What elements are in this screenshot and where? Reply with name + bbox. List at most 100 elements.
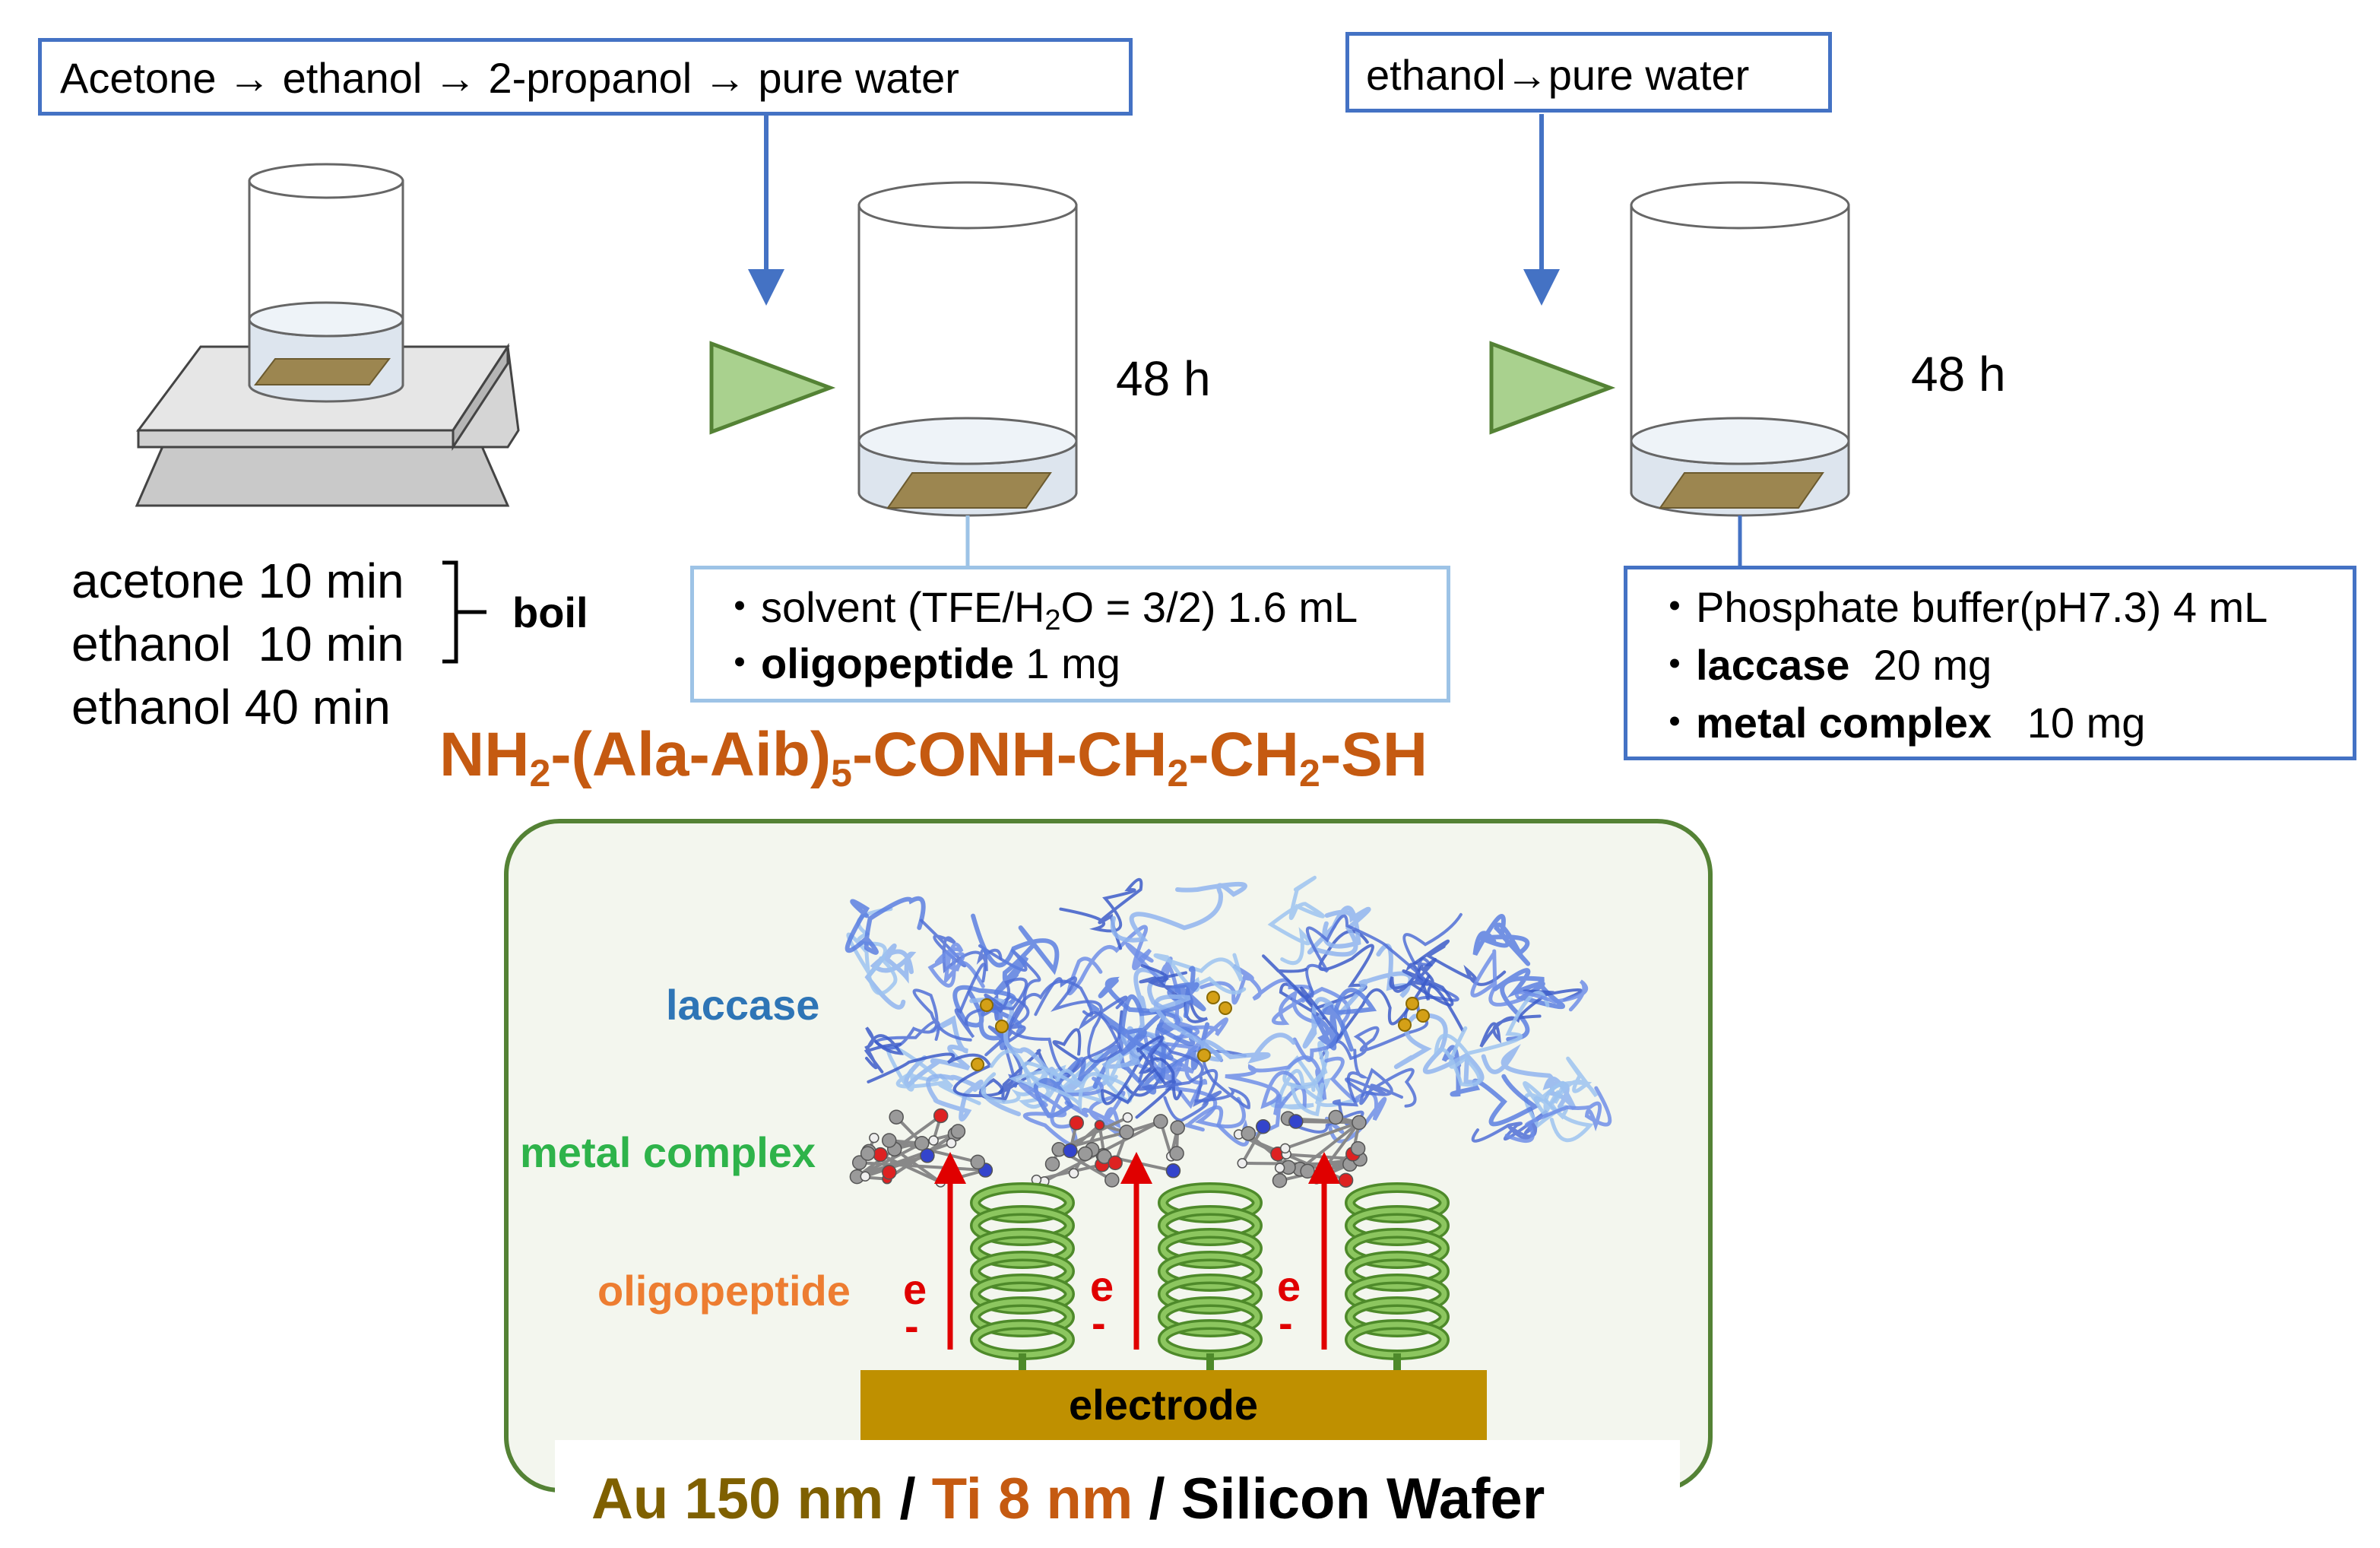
laccase-ribbon [1481,1044,1577,1111]
copper-atom [971,1058,984,1071]
duration-label-1: 48 h [1116,351,1211,406]
electron-label-1: e [903,1265,927,1313]
laccase-ribbon [971,913,1060,996]
electron-label-3: e [1277,1262,1301,1310]
complex-atom [970,1154,986,1170]
beaker-2 [857,181,1078,517]
laccase-ribbon [1441,1045,1539,1127]
metal-complex-label: metal complex [520,1128,816,1176]
laccase-ribbon [1345,1067,1417,1108]
laccase-ribbon [1271,986,1351,1062]
laccase-ribbon [886,1045,981,1105]
helix-turn-highlight [1347,1185,1447,1221]
helix-turn-highlight [1347,1276,1447,1312]
laccase-ribbon [1270,1055,1332,1110]
complex-atom [1274,1163,1285,1173]
beaker-3 [1630,181,1850,517]
complex-atom [928,1135,939,1146]
laccase-ribbon [1118,994,1210,1095]
helix-turn-highlight [972,1299,1073,1335]
complex-atom [860,1146,876,1161]
rinse-sequence-box-1: Acetone → ethanol → 2-propanol → pure wa… [38,38,1133,116]
laccase-ribbon [1267,875,1325,966]
cleaning-line-2: ethanol 10 min [71,617,404,671]
laccase-protein [845,875,1612,1147]
laccase-ribbon [1163,1049,1250,1122]
complex-atom [1256,1119,1271,1134]
laccase-ribbon [1305,914,1429,998]
complex-atom [1279,1143,1291,1154]
laccase-ribbon [864,1026,904,1074]
helix-turn-highlight [972,1253,1073,1289]
laccase-ribbon [1110,881,1247,943]
complex-atom [1338,1172,1354,1188]
electron-charge-1: - [905,1302,919,1350]
helix-turn-highlight [972,1230,1073,1267]
complex-atom [869,1132,879,1144]
complex-atom [1122,1112,1133,1123]
copper-atom [1206,991,1220,1004]
laccase-ribbon [954,963,1028,1039]
complex-atom [1170,1120,1185,1135]
duration-label-2: 48 h [1911,347,2006,401]
electrode-bar [860,1370,1487,1440]
complex-atom [889,1109,904,1125]
laccase-ribbon [1066,925,1152,996]
copper-atom [1416,1009,1430,1023]
helix-turn-highlight [1160,1185,1260,1221]
cleaning-line-3: ethanol 40 min [71,680,391,734]
laccase-ribbon [1059,877,1143,950]
rinse-sequence-box-2: ethanol→pure water [1345,32,1832,113]
laccase-ribbon [1006,979,1121,1075]
enzyme-solution-box: ・Phosphate buffer(pH7.3) 4 mL ・laccase 2… [1624,566,2356,760]
complex-atom [914,1136,930,1151]
complex-atom [882,1165,897,1180]
cleaning-line-1: acetone 10 min [71,554,404,608]
complex-atom [1068,1168,1079,1178]
complex-atom [851,1155,867,1170]
laccase-ribbon [1433,991,1550,1087]
boil-label: boil [512,588,588,636]
laccase-ribbon [1472,914,1531,966]
laccase-ribbon [1138,1042,1222,1107]
complex-atom [1272,1173,1288,1188]
complex-atom [1063,1143,1078,1159]
peptide-formula: NH2-(Ala-Aib)5-CONH-CH2-CH2-SH [439,720,1428,795]
peptide-solution-line-2: ・oligopeptide 1 mg [718,639,1120,687]
complex-atom [920,1148,935,1163]
enzyme-solution-line-3: ・metal complex 10 mg [1653,699,2146,747]
complex-atom [1094,1119,1105,1131]
laccase-ribbon [1310,988,1377,1052]
helix-turn-highlight [1347,1207,1447,1244]
laccase-ribbon [1289,1041,1358,1117]
laccase-ribbon [1167,966,1206,1018]
complex-atom [1288,1114,1304,1129]
step-arrow-1 [709,341,836,435]
laccase-ribbon [1225,1055,1327,1109]
complex-atom [882,1133,897,1148]
copper-atom [1197,1048,1211,1062]
electron-label-2: e [1090,1262,1114,1310]
laccase-ribbon [1087,1002,1196,1061]
copper-atom [980,998,994,1012]
laccase-ribbon [1139,964,1209,1023]
laccase-ribbon [1018,1077,1104,1147]
helix-turn-highlight [1160,1207,1260,1244]
rinse-sequence-text-2: ethanol→pure water [1366,51,1750,99]
helix-turn-highlight [1347,1299,1447,1335]
laccase-ribbon [1292,1048,1370,1134]
complex-atom [1311,1174,1322,1185]
complex-atom [1241,1126,1257,1141]
complex-atom [1044,1156,1060,1172]
helix-turn-highlight [972,1276,1073,1312]
laccase-ribbon [1034,976,1128,1064]
laccase-ribbon [1479,988,1583,1048]
boil-bracket [442,560,486,664]
helix-turn-highlight [972,1185,1073,1221]
laccase-label: laccase [666,981,820,1029]
complex-atom [1352,1115,1367,1131]
helix-turn-highlight [1160,1253,1260,1289]
laccase-ribbon [1302,943,1413,1049]
laccase-ribbon [1504,1086,1612,1144]
